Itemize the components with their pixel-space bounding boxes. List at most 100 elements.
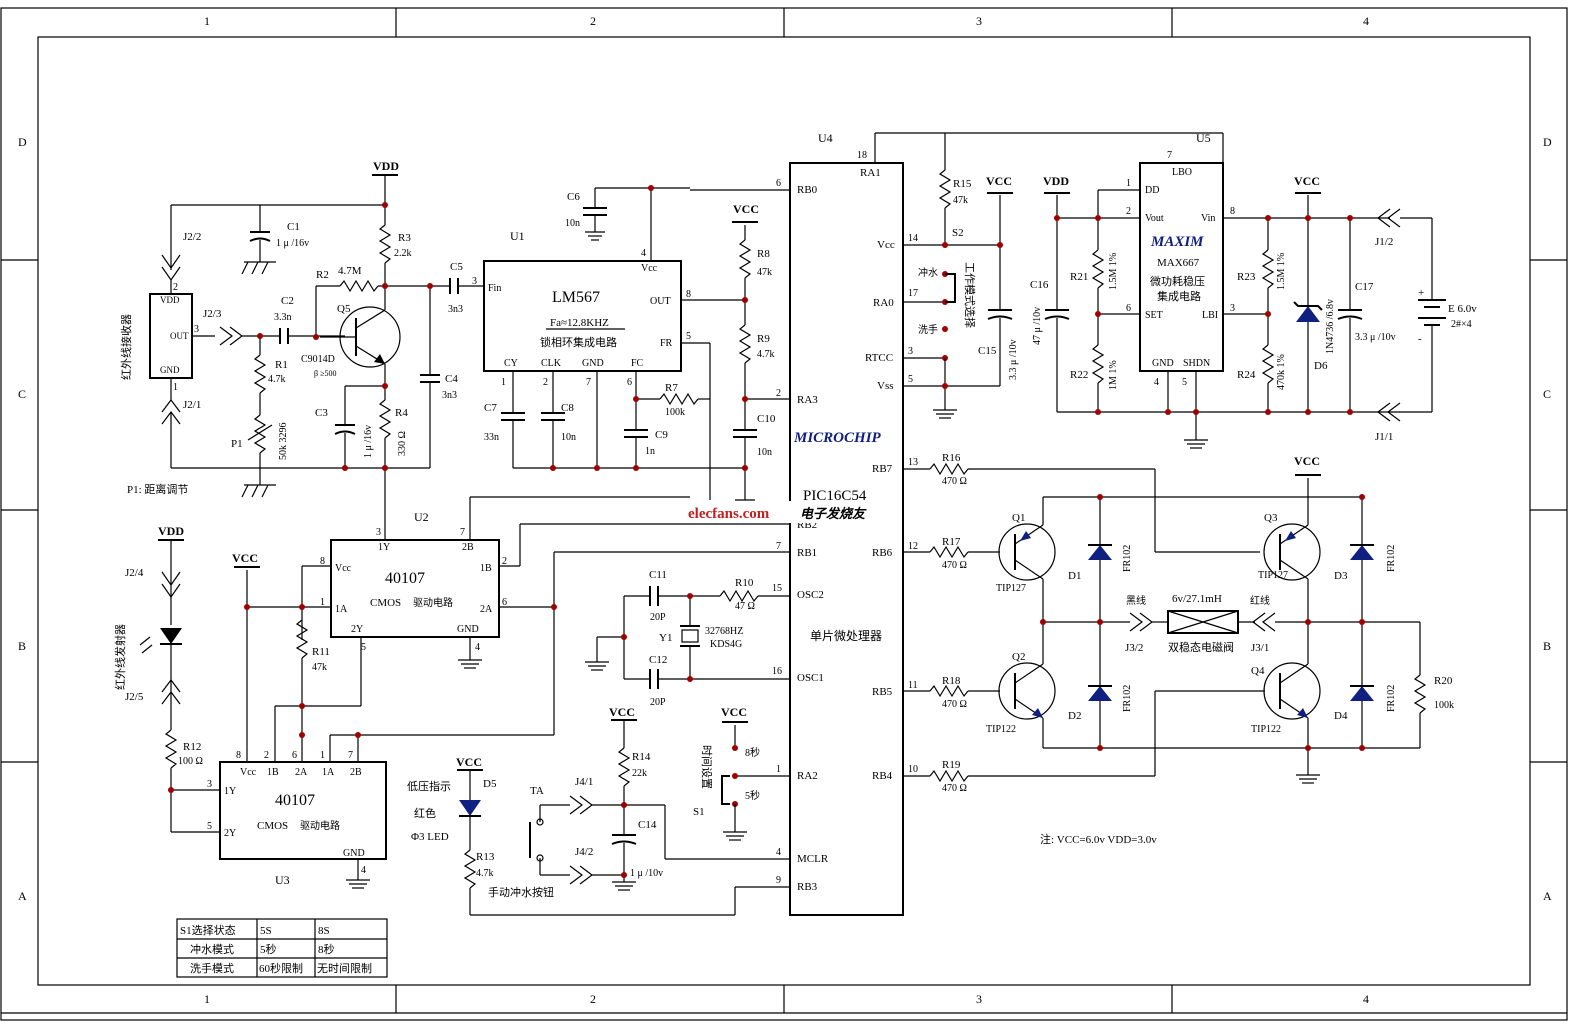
svg-text:E 6.0v: E 6.0v	[1448, 303, 1477, 315]
svg-text:C14: C14	[638, 819, 657, 831]
svg-text:Q5: Q5	[337, 303, 351, 315]
svg-text:1A: 1A	[335, 604, 348, 615]
svg-text:FC: FC	[631, 358, 644, 369]
svg-text:8: 8	[320, 556, 325, 567]
svg-text:47k: 47k	[757, 267, 772, 278]
svg-text:3: 3	[207, 779, 212, 790]
svg-text:R9: R9	[757, 333, 770, 345]
col-label: 2	[590, 992, 596, 1006]
supply-rails: VDD VDD VCC VCC VCC VCC VCC VCC VDD VCC …	[158, 159, 1321, 771]
sheet-frame: 1 2 3 4 1 2 3 4 D C B A D C B A	[0, 7, 1568, 1021]
svg-text:VCC: VCC	[721, 705, 747, 719]
svg-text:1: 1	[776, 764, 781, 775]
svg-text:1M 1%: 1M 1%	[1108, 360, 1119, 390]
svg-text:40107: 40107	[275, 792, 315, 809]
svg-text:12: 12	[908, 541, 918, 552]
svg-text:18: 18	[857, 150, 867, 161]
table-cell: 60秒限制	[259, 961, 303, 975]
svg-text:5: 5	[361, 642, 366, 653]
svg-text:R23: R23	[1237, 271, 1256, 283]
row-label: B	[1543, 639, 1551, 653]
svg-text:GND: GND	[582, 358, 604, 369]
svg-text:14: 14	[908, 233, 918, 244]
svg-text:RB7: RB7	[872, 463, 893, 475]
svg-text:LBI: LBI	[1202, 310, 1218, 321]
svg-text:2Y: 2Y	[224, 828, 236, 839]
svg-text:VCC: VCC	[1294, 454, 1320, 468]
svg-text:SHDN: SHDN	[1183, 358, 1210, 369]
svg-text:集成电路: 集成电路	[1157, 289, 1201, 303]
svg-text:100k: 100k	[1434, 700, 1454, 711]
svg-text:7: 7	[586, 377, 591, 388]
svg-text:OUT: OUT	[650, 296, 671, 307]
row-label: C	[18, 387, 26, 401]
svg-text:33n: 33n	[484, 432, 499, 443]
svg-text:3: 3	[194, 324, 199, 335]
svg-text:VCC: VCC	[232, 551, 258, 565]
svg-text:4: 4	[641, 248, 646, 259]
svg-text:J4/1: J4/1	[575, 776, 593, 788]
table-cell: 无时间限制	[317, 962, 372, 975]
svg-text:2: 2	[502, 556, 507, 567]
svg-text:PIC16C54: PIC16C54	[803, 488, 867, 504]
svg-text:R12: R12	[183, 741, 201, 753]
svg-text:C5: C5	[450, 261, 463, 273]
svg-text:4.7k: 4.7k	[476, 868, 494, 879]
svg-text:R10: R10	[735, 577, 754, 589]
svg-text:R7: R7	[665, 382, 678, 394]
svg-text:10n: 10n	[561, 432, 576, 443]
svg-text:5: 5	[686, 331, 691, 342]
svg-text:5: 5	[908, 374, 913, 385]
svg-text:Vin: Vin	[1201, 213, 1215, 224]
svg-text:3.3 μ /10v: 3.3 μ /10v	[1355, 332, 1396, 343]
svg-text:RB0: RB0	[797, 184, 818, 196]
svg-text:4.7k: 4.7k	[268, 374, 286, 385]
svg-text:Vcc: Vcc	[240, 767, 257, 778]
svg-text:Vss: Vss	[877, 380, 894, 392]
svg-text:C9: C9	[655, 429, 668, 441]
svg-text:+: +	[1418, 287, 1424, 299]
svg-text:双稳态电磁阀: 双稳态电磁阀	[1168, 640, 1234, 654]
svg-text:黑线: 黑线	[1126, 594, 1146, 607]
svg-text:1N4736 /6.8v: 1N4736 /6.8v	[1325, 299, 1336, 354]
svg-text:J1/2: J1/2	[1375, 236, 1393, 248]
svg-text:VCC: VCC	[733, 202, 759, 216]
svg-text:8: 8	[236, 750, 241, 761]
svg-text:470 Ω: 470 Ω	[942, 699, 967, 710]
svg-text:330 Ω: 330 Ω	[397, 431, 408, 456]
svg-text:VDD: VDD	[373, 159, 399, 173]
svg-text:MAX667: MAX667	[1157, 257, 1200, 269]
svg-text:C6: C6	[567, 191, 580, 203]
svg-text:TIP122: TIP122	[986, 724, 1016, 735]
wiring-pll	[501, 185, 757, 509]
svg-text:20P: 20P	[650, 612, 666, 623]
svg-text:2: 2	[173, 282, 178, 293]
svg-text:1B: 1B	[267, 767, 279, 778]
svg-text:D2: D2	[1068, 710, 1081, 722]
svg-text:2B: 2B	[462, 542, 474, 553]
row-label: B	[18, 639, 26, 653]
svg-text:2A: 2A	[480, 604, 493, 615]
svg-text:RA3: RA3	[797, 394, 818, 406]
svg-text:U2: U2	[414, 510, 429, 524]
svg-text:2: 2	[776, 388, 781, 399]
svg-text:微功耗稳压: 微功耗稳压	[1150, 274, 1205, 288]
svg-text:D6: D6	[1314, 360, 1328, 372]
svg-text:3.3n: 3.3n	[274, 312, 292, 323]
svg-text:OSC1: OSC1	[797, 672, 824, 684]
svg-text:D3: D3	[1334, 570, 1348, 582]
table-cell: 8秒	[318, 942, 335, 956]
s1-mode-table: S1选择状态 5S 8S 冲水模式 5秒 8秒 洗手模式 60秒限制 无时间限制	[176, 918, 388, 978]
svg-text:16: 16	[772, 666, 782, 677]
svg-text:1.5M 1%: 1.5M 1%	[1108, 253, 1119, 290]
svg-text:4: 4	[776, 847, 781, 858]
table-cell: 冲水模式	[190, 942, 234, 956]
svg-text:C17: C17	[1355, 281, 1374, 293]
svg-text:C8: C8	[561, 402, 574, 414]
svg-text:红线: 红线	[1250, 594, 1270, 607]
svg-text:FR102: FR102	[1122, 545, 1133, 572]
svg-text:洗手: 洗手	[918, 323, 938, 336]
svg-text:40107: 40107	[385, 570, 425, 587]
svg-text:6: 6	[627, 377, 632, 388]
svg-text:GND: GND	[160, 365, 180, 375]
